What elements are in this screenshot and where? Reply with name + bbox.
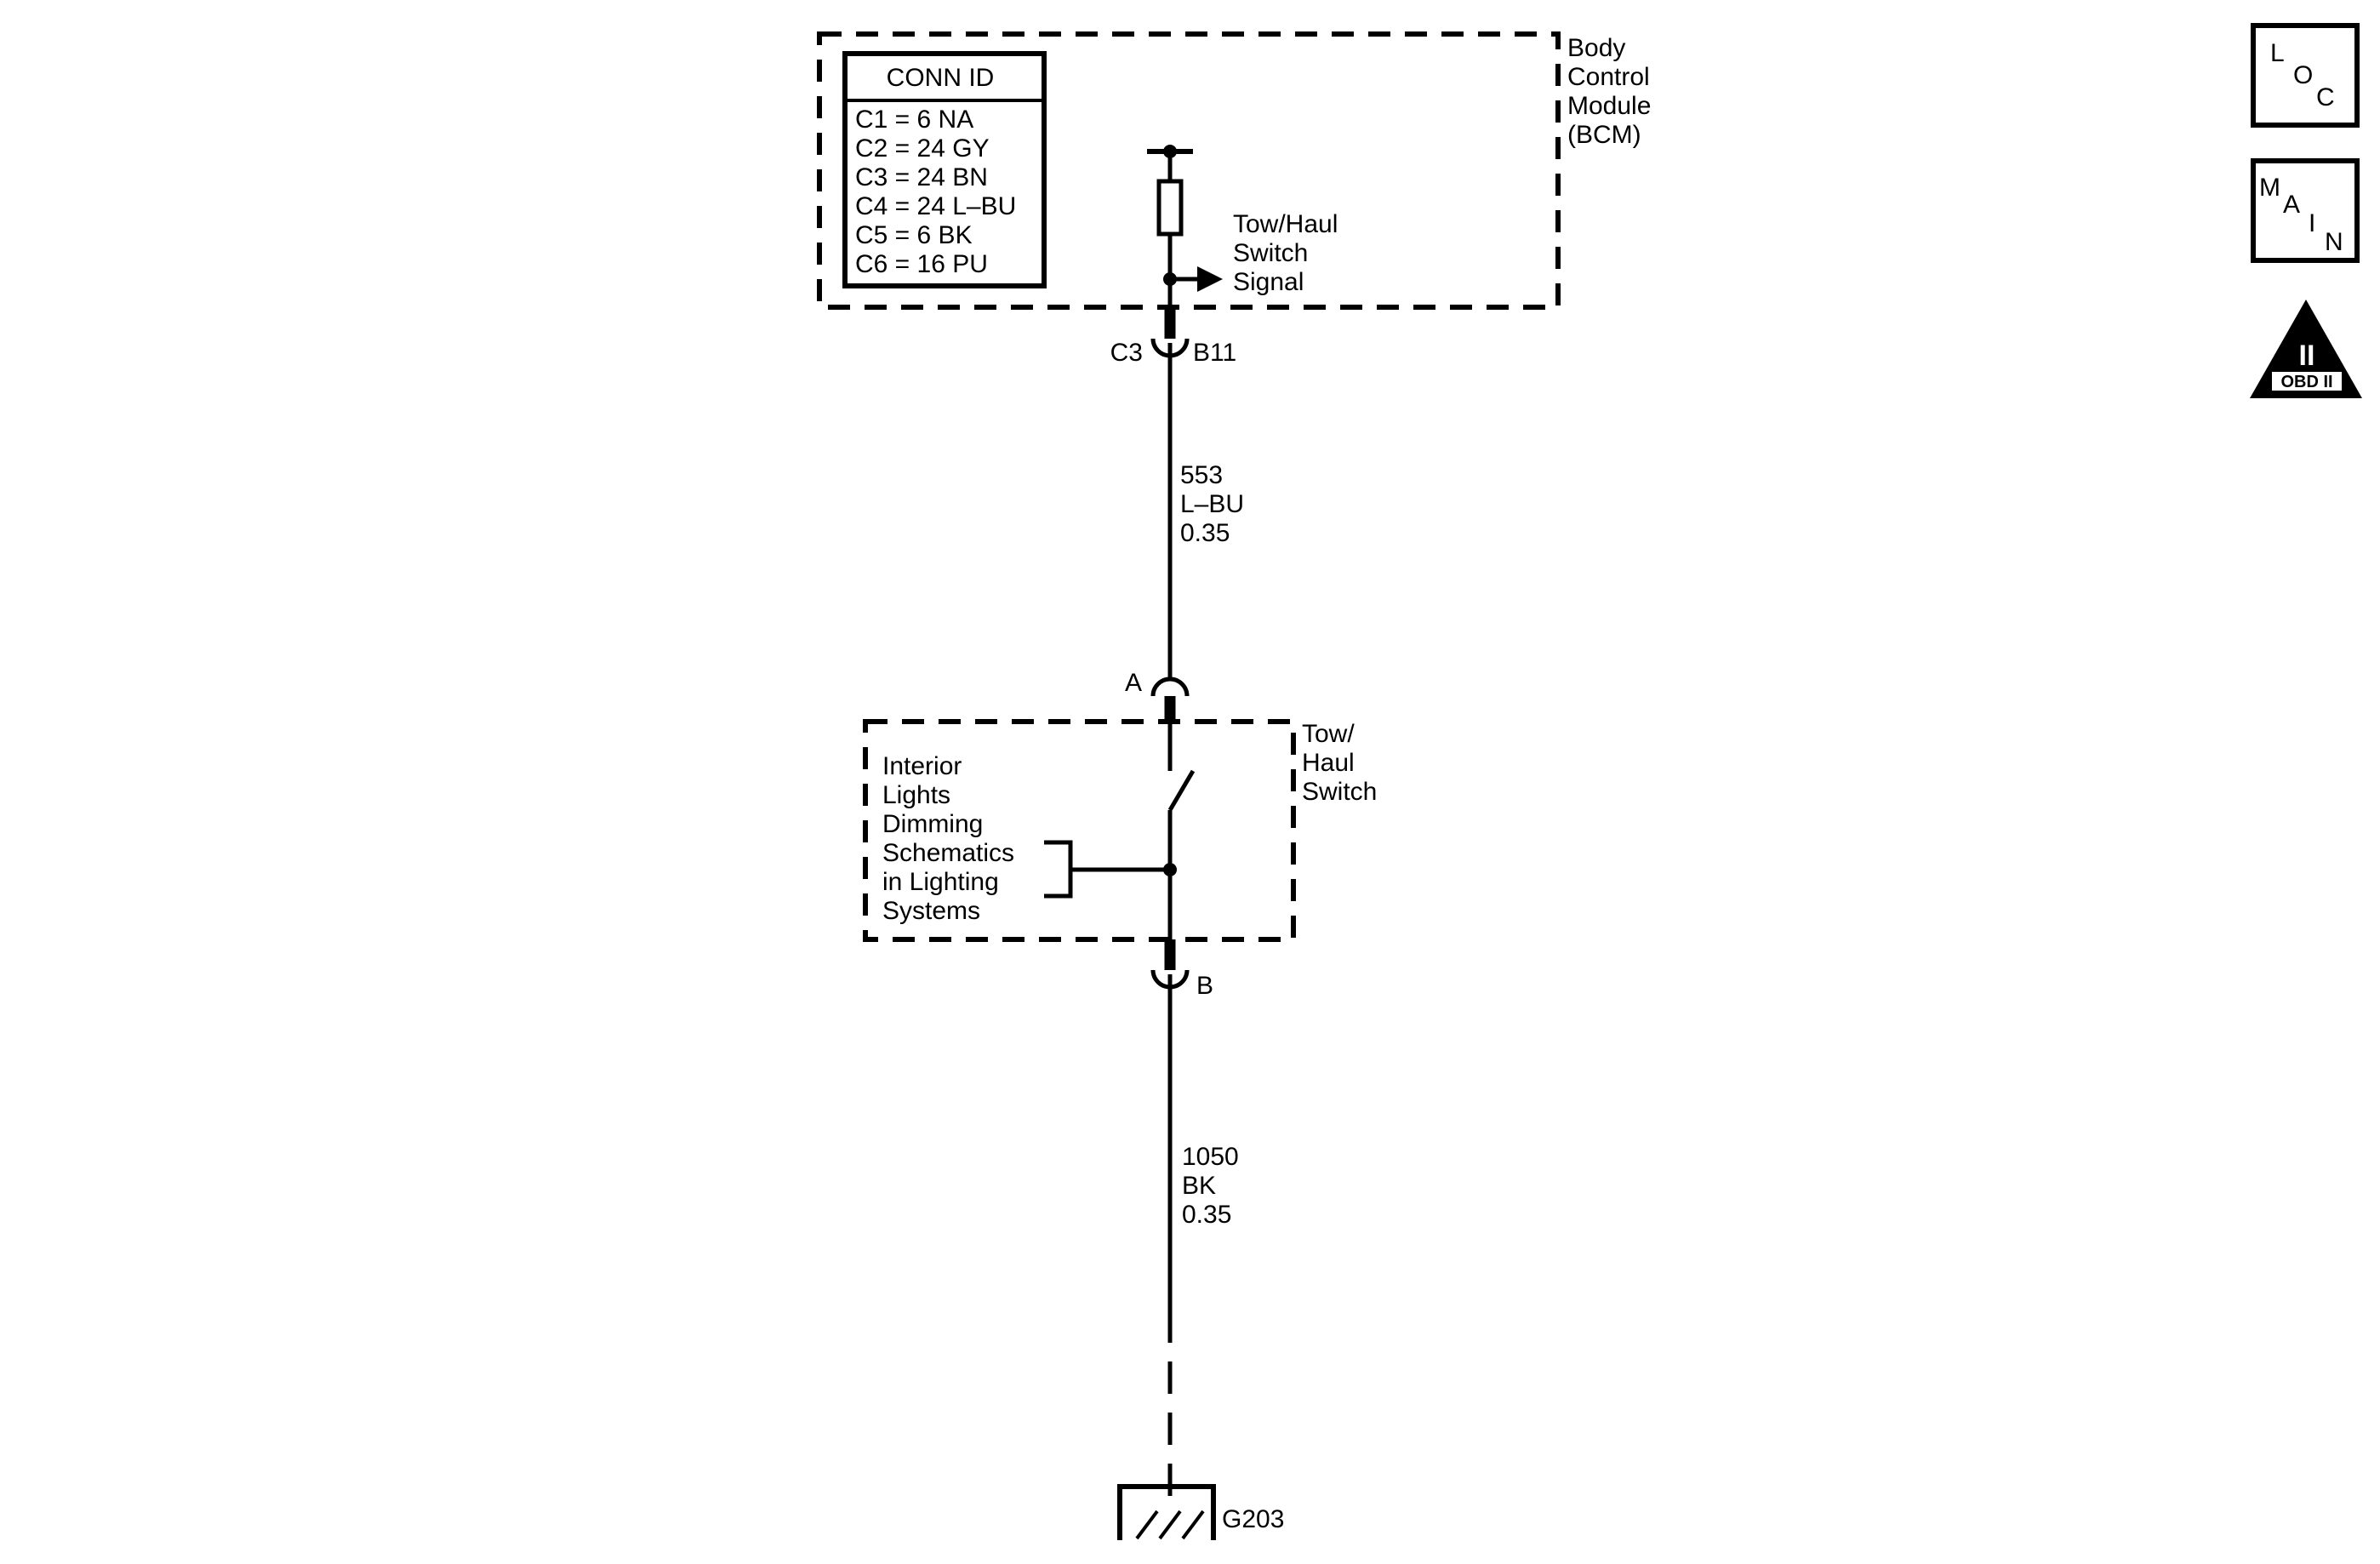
bcm-name: Body Control Module (BCM)	[1567, 34, 1658, 149]
svg-text:O: O	[2293, 61, 2313, 89]
obd-ii-button[interactable]: II OBD II	[2250, 300, 2362, 398]
conn-id-row: C3 = 24 BN	[855, 163, 988, 191]
ground-icon	[1117, 1484, 1216, 1540]
interior-lights-reference[interactable]: Interior Lights Dimming Schematics in Li…	[882, 752, 1021, 925]
obd-ii-label: OBD II	[2280, 373, 2332, 391]
switch-blade	[1167, 769, 1196, 812]
signal-arrow-icon	[1197, 266, 1223, 292]
ground-label: G203	[1222, 1505, 1284, 1533]
bcm-module: Body Control Module (BCM) CONN ID C1 = 6…	[817, 31, 1658, 367]
reference-bracket	[1044, 840, 1073, 899]
pullup-resistor	[1156, 179, 1184, 237]
switch-name: Tow/ Haul Switch	[1302, 720, 1377, 806]
wire-1050: 1050 BK 0.35	[1167, 974, 1246, 1510]
wire-553: 553 L–BU 0.35	[1167, 343, 1251, 679]
svg-text:N: N	[2325, 228, 2343, 256]
conn-id-table: CONN ID C1 = 6 NA C2 = 24 GY C3 = 24 BN …	[842, 51, 1047, 288]
bcm-pullup-circuit: Tow/Haul Switch Signal	[1147, 145, 1345, 306]
tow-haul-switch: A Tow/ Haul Switch Interior Lights Dimmi…	[863, 669, 1377, 1000]
wire-553-label: 553 L–BU 0.35	[1180, 461, 1251, 547]
conn-id-row: C2 = 24 GY	[855, 134, 990, 163]
bcm-connector-c3-b11: C3 B11	[1110, 306, 1236, 367]
svg-text:A: A	[2283, 191, 2300, 219]
conn-id-rows: C1 = 6 NA C2 = 24 GY C3 = 24 BN C4 = 24 …	[855, 106, 1024, 278]
connector-pin-label: B11	[1193, 339, 1236, 367]
svg-text:M: M	[2259, 174, 2280, 202]
conn-id-row: C1 = 6 NA	[855, 106, 973, 134]
ground-g203: G203	[1117, 1484, 1284, 1540]
conn-id-row: C5 = 6 BK	[855, 221, 973, 249]
svg-text:L: L	[2270, 39, 2285, 67]
loc-button[interactable]: L O C	[2251, 23, 2360, 128]
wire-1050-label: 1050 BK 0.35	[1182, 1143, 1246, 1229]
connector-cup-icon	[1150, 676, 1190, 697]
main-button[interactable]: M A I N	[2251, 158, 2360, 263]
tow-haul-signal-label: Tow/Haul Switch Signal	[1233, 210, 1345, 296]
svg-text:I: I	[2309, 209, 2315, 237]
connector-id-label: C3	[1110, 339, 1143, 367]
conn-id-title: CONN ID	[887, 64, 995, 92]
bcm-boundary	[817, 31, 1561, 310]
switch-pin-b-label: B	[1196, 972, 1213, 1000]
conn-id-row: C6 = 16 PU	[855, 250, 988, 278]
svg-text:C: C	[2316, 83, 2335, 111]
conn-id-row: C4 = 24 L–BU	[855, 192, 1016, 220]
switch-pin-a-label: A	[1125, 669, 1142, 697]
switch-boundary	[863, 719, 1296, 942]
conn-id-frame	[842, 51, 1047, 288]
obd-ii-symbol: II	[2299, 340, 2315, 372]
